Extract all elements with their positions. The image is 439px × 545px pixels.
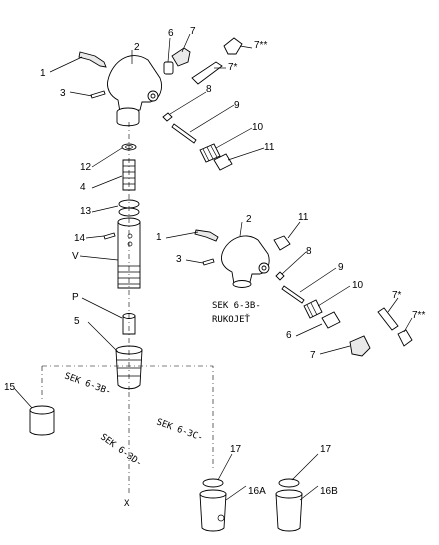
part-nipple-7star-b (377, 307, 399, 331)
section-labels: SEK 6-3B- RUKOJEŤ SEK 6-3B- SEK 6-3C- SEK 6-… (63, 301, 261, 509)
section-label: SEK 6-3C- (155, 417, 204, 443)
callout-label: 4 (80, 182, 86, 193)
part-plug-11 (213, 153, 233, 171)
callout-label: 11 (298, 212, 309, 223)
callout-label: 9 (338, 262, 344, 273)
callout-label: 2 (134, 42, 140, 53)
part-trigger-lever (78, 51, 107, 68)
callout-label: 7** (412, 310, 425, 321)
callout-label: 2 (246, 214, 252, 225)
part-spring-10b (303, 299, 323, 319)
callout-label: 6 (286, 330, 292, 341)
leader-lines (13, 33, 413, 501)
section-label: SEK 6-3B- (212, 301, 261, 311)
callout-label: 13 (80, 206, 92, 217)
callout-label: 12 (80, 162, 92, 173)
callout-label: 7 (190, 26, 196, 37)
callout-label: 16A (248, 486, 266, 497)
part-plug-11b (273, 235, 291, 251)
callout-label: 11 (264, 142, 275, 153)
part-valve-body-v (117, 217, 141, 289)
callout-label: P (72, 292, 79, 303)
part-fitting-6b (321, 311, 341, 329)
part-screw-b (202, 258, 215, 266)
part-valve-rod-9b (281, 285, 305, 304)
part-oring-17a (202, 478, 224, 488)
section-label: SEK 6-3B- (63, 371, 112, 397)
part-swivel-7 (171, 47, 191, 67)
part-cap-7dstar (223, 37, 243, 55)
part-cap-7dstar-b (397, 329, 413, 347)
callout-label: 3 (176, 254, 182, 265)
callout-label: 5 (74, 316, 80, 327)
callout-label: 8 (206, 84, 212, 95)
callout-label: 7** (254, 40, 267, 51)
callout-label: 17 (320, 444, 332, 455)
callout-label: 1 (156, 232, 162, 243)
part-cup-15 (29, 405, 55, 436)
part-swivel-7b (349, 335, 371, 357)
part-nozzle-16b (275, 489, 303, 532)
part-screw (90, 90, 106, 99)
section-label: SEK 6-3D- (98, 432, 143, 469)
callout-label: 7* (392, 290, 402, 301)
callout-label: 7* (228, 62, 238, 73)
part-seal-8 (162, 112, 173, 122)
part-screw-14 (103, 232, 116, 240)
callout-label: 17 (230, 444, 242, 455)
callout-label: 8 (306, 246, 312, 257)
section-label: X (124, 499, 130, 509)
callout-label: 3 (60, 88, 66, 99)
callout-label: 6 (168, 28, 174, 39)
callout-label: 16B (320, 486, 338, 497)
section-label: RUKOJEŤ (212, 313, 251, 325)
part-handle-body-b (221, 235, 270, 288)
part-nozzle-16a (199, 489, 227, 532)
part-valve-rod-9 (171, 123, 197, 144)
part-trigger-lever-b (194, 229, 219, 242)
callout-label: 10 (352, 280, 364, 291)
part-nipple-7star (191, 61, 223, 85)
part-handle-body (107, 55, 162, 127)
callout-label: 15 (4, 382, 16, 393)
callout-label: 10 (252, 122, 264, 133)
callout-label: 9 (234, 100, 240, 111)
callout-label: 14 (74, 233, 86, 244)
part-oring-17b (278, 478, 300, 488)
callout-label: V (72, 251, 79, 262)
callout-label: 7 (310, 350, 316, 361)
part-fitting-6 (163, 61, 174, 75)
callout-label: 1 (40, 68, 46, 79)
